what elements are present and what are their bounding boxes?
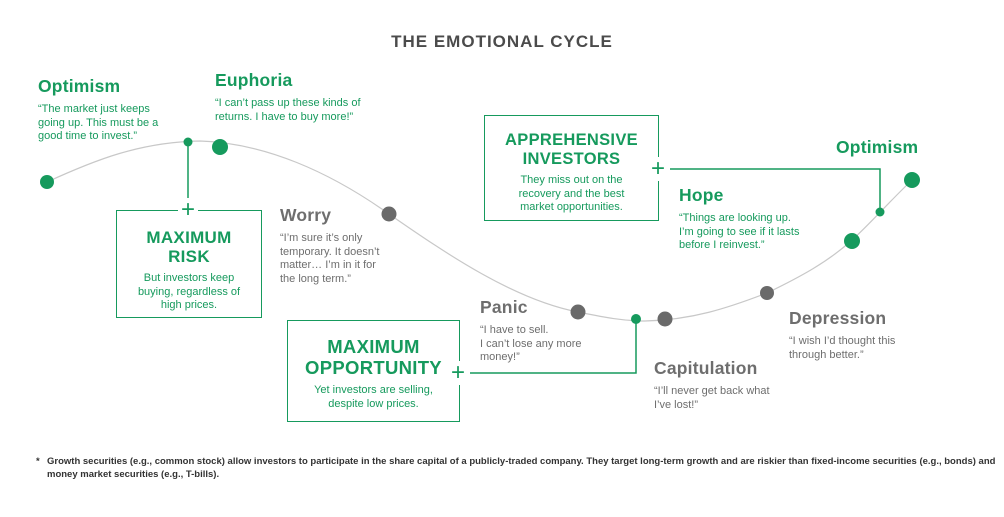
stage-label: Worry: [280, 205, 332, 225]
stage-label: Panic: [480, 297, 528, 317]
callout-body-line: high prices.: [160, 299, 218, 311]
stage-euphoria: Euphoria “I can’t pass up these kinds of…: [215, 70, 361, 124]
plus-icon: +: [448, 361, 468, 385]
dot-max-opportunity-anchor: [631, 314, 641, 324]
max-opportunity-connector-line: [470, 323, 637, 374]
callout-body-line: buying, regardless of: [137, 285, 241, 298]
dot-capitulation: [657, 311, 673, 327]
dot-apprehensive-anchor: [875, 207, 885, 217]
plus-icon: +: [178, 198, 198, 222]
callout-title-line: OPPORTUNITY: [305, 357, 442, 378]
footnote: * Growth securities (e.g., common stock)…: [36, 456, 996, 481]
dot-euphoria: [212, 139, 228, 155]
callout-body-line: despite low prices.: [328, 397, 419, 410]
quote-line: the long term.”: [280, 272, 351, 285]
stage-optimism-left: Optimism “The market just keeps going up…: [38, 76, 158, 144]
max-opportunity-callout: MAXIMUM OPPORTUNITY Yet investors are se…: [287, 320, 460, 422]
stage-label: Hope: [679, 185, 724, 205]
stage-worry: Worry “I’m sure it’s only temporary. It …: [280, 205, 379, 286]
callout-body-line: recovery and the best: [518, 187, 625, 200]
callout-body-line: But investors keep: [143, 272, 235, 284]
quote-line: “I can’t pass up these kinds of: [215, 97, 361, 109]
quote-line: good time to invest.”: [38, 130, 138, 142]
callout-title-line: RISK: [168, 247, 210, 266]
callout-title-line: MAXIMUM: [327, 336, 420, 357]
quote-line: “I have to sell.: [480, 324, 549, 336]
callout-body-line: Yet investors are selling,: [314, 384, 433, 396]
stage-label: Optimism: [836, 137, 919, 157]
dot-panic: [570, 304, 586, 320]
quote-line: before I reinvest.”: [679, 239, 765, 251]
quote-line: through better.”: [789, 348, 864, 361]
footnote-asterisk: *: [36, 456, 40, 467]
quote-line: going up. This must be a: [38, 116, 159, 129]
callout-title-line: INVESTORS: [522, 149, 621, 168]
apprehensive-connector-line: [670, 168, 881, 209]
quote-line: “The market just keeps: [38, 103, 150, 115]
dot-worry: [381, 206, 397, 222]
dot-optimism-left: [40, 175, 54, 189]
stage-panic: Panic “I have to sell. I can’t lose any …: [480, 297, 582, 365]
callout-body-line: They miss out on the: [520, 174, 623, 186]
dot-hope: [844, 233, 860, 249]
quote-line: I’ve lost!”: [654, 398, 699, 411]
quote-line: “I’m sure it’s only: [280, 232, 363, 244]
quote-line: money!”: [480, 351, 520, 363]
quote-line: matter… I’m in it for: [280, 259, 376, 271]
footnote-line: Growth securities (e.g., common stock) a…: [47, 456, 996, 467]
max-risk-callout: MAXIMUM RISK But investors keep buying, …: [116, 210, 262, 318]
quote-line: I’m going to see if it lasts: [679, 225, 800, 238]
page-title: THE EMOTIONAL CYCLE: [391, 32, 613, 51]
callout-body-line: market opportunities.: [520, 201, 623, 213]
stage-capitulation: Capitulation “I’ll never get back what I…: [654, 358, 770, 412]
stage-label: Depression: [789, 308, 887, 328]
quote-line: “Things are looking up.: [679, 212, 791, 224]
quote-line: returns. I have to buy more!”: [215, 110, 354, 123]
stage-hope: Hope “Things are looking up. I’m going t…: [679, 185, 799, 253]
quote-line: temporary. It doesn’t: [280, 245, 380, 258]
stage-label: Capitulation: [654, 358, 758, 378]
stage-optimism-right: Optimism: [836, 137, 918, 164]
callout-title-line: MAXIMUM: [146, 228, 232, 247]
callout-title-line: APPREHENSIVE: [505, 131, 638, 149]
stage-depression: Depression “I wish I’d thought this thro…: [789, 308, 895, 362]
dot-max-risk-anchor: [183, 137, 193, 147]
quote-line: “I’ll never get back what: [654, 385, 770, 397]
dot-depression: [760, 286, 774, 300]
footnote-line: money market securities (e.g., T-bills).: [47, 468, 220, 480]
stage-label: Euphoria: [215, 70, 293, 90]
dot-optimism-right: [904, 172, 920, 188]
stage-label: Optimism: [38, 76, 121, 96]
quote-line: “I wish I’d thought this: [789, 335, 896, 347]
quote-line: I can’t lose any more: [480, 337, 582, 350]
apprehensive-investors-callout: APPREHENSIVE INVESTORS They miss out on …: [484, 115, 659, 221]
plus-icon: +: [648, 157, 668, 181]
